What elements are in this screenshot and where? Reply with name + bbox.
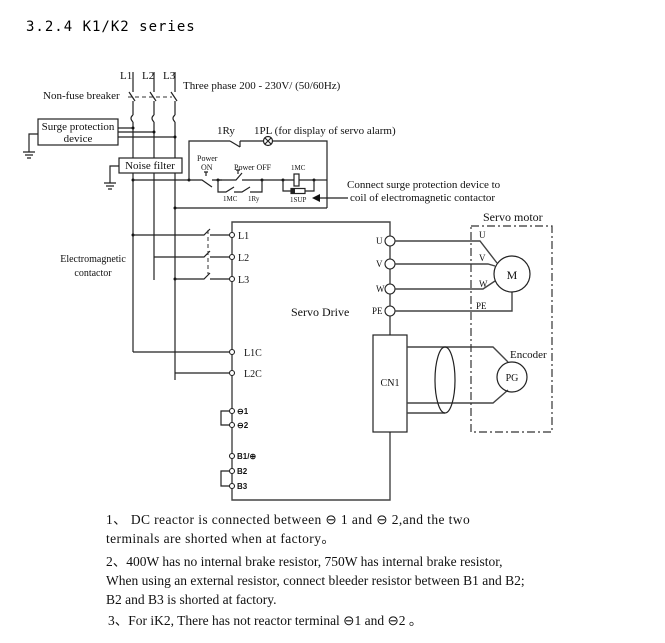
phase-label-l2: L2 <box>142 70 154 82</box>
terminal-b3: B3 <box>237 482 248 491</box>
cn1-label: CN1 <box>381 378 400 389</box>
servo-motor-box <box>470 225 553 433</box>
coil-1mc-label: 1MC <box>291 164 306 172</box>
breaker-label: Non-fuse breaker <box>43 90 120 102</box>
power-on-label-2: ON <box>201 163 213 172</box>
terminal-l3: L3 <box>238 275 249 286</box>
terminal-l1c: L1C <box>244 348 262 359</box>
terminal-b1: B1/⊕ <box>237 452 256 461</box>
motor-wire-pe: PE <box>476 301 487 311</box>
contactor-label-2: contactor <box>74 268 112 279</box>
cable-shield-icon <box>434 346 456 414</box>
power-on-label-1: Power <box>197 154 218 163</box>
contact-1mc-label: 1MC <box>223 195 238 203</box>
ground-icon <box>104 182 116 190</box>
coil-1mc-icon <box>293 173 300 187</box>
terminal-u: U <box>376 236 383 246</box>
cn1-connector <box>372 334 408 433</box>
terminal-minus1: ⊖1 <box>237 407 249 416</box>
phase-label-l3: L3 <box>163 70 176 82</box>
note-3: 3、For iK2, There has not reactor termina… <box>108 613 423 628</box>
note-2: 2、400W has no internal brake resistor, 7… <box>106 554 525 607</box>
terminal-b2: B2 <box>237 467 248 476</box>
control-circuit: 1Ry 1PL (for display of servo alarm) Pow… <box>131 125 501 210</box>
motor-wire-u: U <box>479 230 486 240</box>
terminal-minus2: ⊖2 <box>237 421 249 430</box>
servo-drive: Servo Drive L1 L2 L3 L1C L2C ⊖1 ⊖2 B1/⊕ … <box>220 221 408 501</box>
terminal-l2c: L2C <box>244 369 262 380</box>
servo-drive-label: Servo Drive <box>291 305 349 319</box>
encoder-symbol: PG <box>506 373 519 384</box>
arrow-note-1: Connect surge protection device to <box>347 179 501 191</box>
contact-1ry-label: 1Ry <box>248 195 260 203</box>
relay-1ry-label: 1Ry <box>217 125 235 137</box>
electromagnetic-contactor: Electromagnetic contactor <box>60 228 229 374</box>
phase-label-l1: L1 <box>120 70 132 82</box>
terminal-v: V <box>376 259 383 269</box>
supply-voltage-label: Three phase 200 - 230V/ (50/60Hz) <box>183 80 341 92</box>
terminal-w: W <box>376 284 385 294</box>
motor-symbol: M <box>507 268 518 282</box>
lamp-label: 1PL (for display of servo alarm) <box>254 125 396 137</box>
noise-filter-label: Noise filter <box>125 160 175 172</box>
arrow-note-2: coil of electromagnetic contactor <box>350 192 495 204</box>
motor-wiring: M U V W PE PG Encoder Servo motor <box>395 210 553 433</box>
note-1: 1、 DC reactor is connected between ⊖ 1 a… <box>106 512 471 546</box>
surge-1sup-label: 1SUP <box>290 196 306 204</box>
encoder-icon <box>496 361 528 393</box>
section-title: 3.2.4 K1/K2 series <box>26 19 196 35</box>
terminal-pe: PE <box>372 306 383 316</box>
power-input: L1 L2 L3 Three phase 200 - 230V/ (50/60H… <box>43 70 341 158</box>
contactor-label-1: Electromagnetic <box>60 254 126 265</box>
surge-label-1: Surge protection <box>42 121 115 133</box>
power-off-label: Power OFF <box>234 163 272 172</box>
notes: 1、 DC reactor is connected between ⊖ 1 a… <box>106 510 526 630</box>
terminal-l2: L2 <box>238 253 249 264</box>
surge-label-2: device <box>64 133 93 145</box>
motor-wire-v: V <box>479 253 486 263</box>
arrow-icon <box>312 194 320 202</box>
noise-filter: Noise filter <box>104 157 183 380</box>
motor-wire-w: W <box>479 279 488 289</box>
motor-icon <box>493 255 531 293</box>
servo-motor-label: Servo motor <box>483 210 543 224</box>
ground-icon <box>23 151 35 159</box>
terminal-l1: L1 <box>238 231 249 242</box>
encoder-label: Encoder <box>510 349 547 361</box>
surge-protection-device: Surge protection device <box>23 118 177 159</box>
